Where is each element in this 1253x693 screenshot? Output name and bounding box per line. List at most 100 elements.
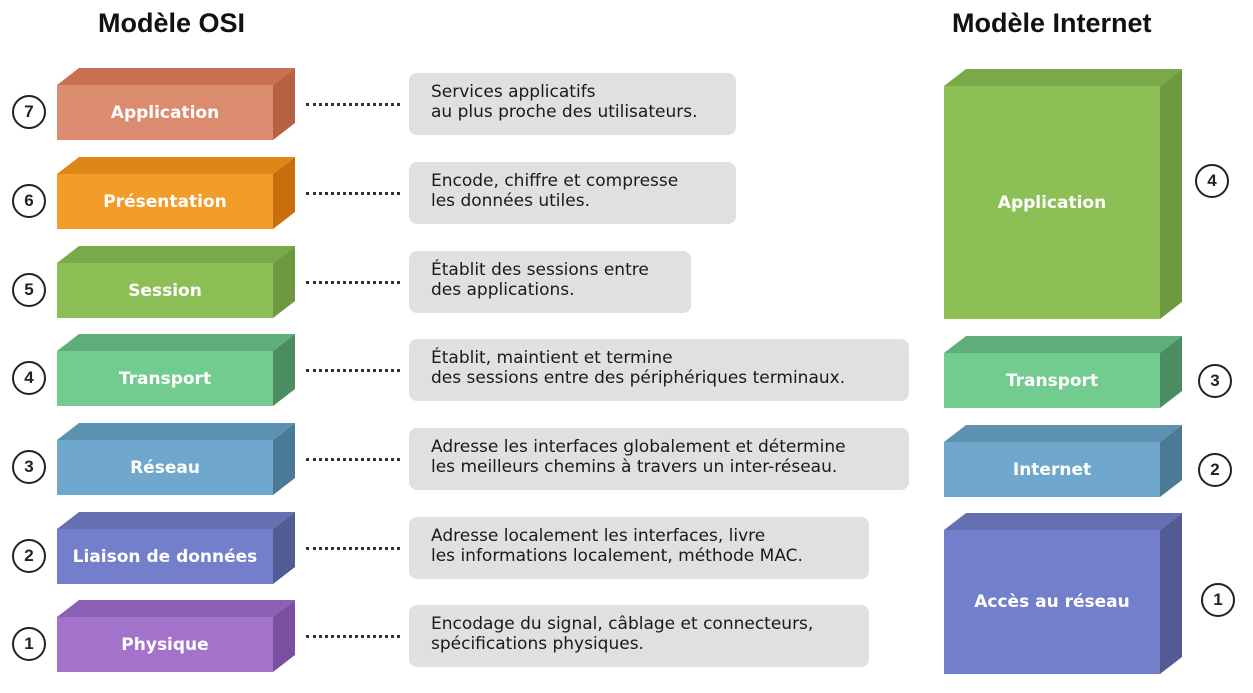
osi-block-shape — [57, 423, 295, 495]
osi-layer-number-badge: 7 — [12, 95, 46, 129]
internet-model-title: Modèle Internet — [952, 8, 1152, 38]
connector-dots — [306, 635, 400, 638]
osi-layer-label: Liaison de données — [72, 546, 258, 567]
block-top-face — [57, 512, 295, 529]
internet-layer-number-badge: 1 — [1201, 583, 1235, 617]
internet-block-internet: Internet — [944, 425, 1182, 497]
osi-layer-label: Application — [110, 102, 220, 123]
block-front-face — [57, 174, 273, 229]
block-side-face — [1160, 336, 1182, 408]
block-side-face — [273, 334, 295, 406]
description-line: les données utiles. — [431, 191, 590, 211]
osi-block-session: Session — [57, 246, 295, 318]
osi-block-shape — [57, 157, 295, 229]
block-side-face — [273, 423, 295, 495]
block-side-face — [273, 157, 295, 229]
block-side-face — [273, 68, 295, 140]
internet-block-transport: Transport — [944, 336, 1182, 408]
osi-layer-description: Adresse les interfaces globalement et dé… — [409, 428, 909, 490]
block-top-face — [57, 600, 295, 617]
block-top-face — [57, 334, 295, 351]
internet-layer-label: Accès au réseau — [974, 592, 1130, 612]
internet-layer-label: Internet — [1012, 459, 1092, 480]
internet-block-shape — [944, 425, 1182, 497]
osi-block-liaison-de-donnees: Liaison de données — [57, 512, 295, 584]
description-line: Adresse localement les interfaces, livre — [431, 526, 766, 546]
internet-layer-number-badge: 3 — [1198, 363, 1232, 398]
block-side-face — [1160, 513, 1182, 674]
osi-block-presentation: Présentation — [57, 157, 295, 229]
osi-block-shape — [57, 246, 295, 318]
block-front-face — [57, 351, 273, 406]
block-top-face — [57, 157, 295, 174]
description-line: les meilleurs chemins à travers un inter… — [431, 457, 838, 477]
block-front-face — [944, 86, 1160, 319]
block-top-face — [57, 246, 295, 263]
osi-layer-label: Réseau — [130, 457, 200, 478]
internet-block-shape — [944, 69, 1182, 319]
description-line: des sessions entre des périphériques ter… — [431, 368, 846, 388]
block-side-face — [1160, 425, 1182, 497]
connector-dots — [306, 281, 400, 284]
osi-layer-number-badge: 4 — [12, 361, 46, 395]
block-front-face — [57, 529, 273, 584]
internet-layer-number-badge: 2 — [1198, 452, 1232, 487]
block-front-face — [944, 530, 1160, 674]
connector-dots — [306, 458, 400, 461]
block-front-face — [944, 442, 1160, 497]
osi-layer-number-badge: 2 — [12, 539, 46, 573]
description-line: des applications. — [431, 280, 575, 300]
osi-block-reseau: Réseau — [57, 423, 295, 495]
description-line: Établit des sessions entre — [431, 260, 649, 280]
osi-layer-label: Session — [128, 280, 202, 301]
internet-block-shape — [944, 336, 1182, 408]
osi-layer-description: Adresse localement les interfaces, livre… — [409, 517, 869, 579]
block-top-face — [944, 513, 1182, 530]
block-front-face — [57, 617, 273, 672]
block-front-face — [57, 440, 273, 495]
description-line: Établit, maintient et termine — [431, 348, 673, 368]
block-top-face — [57, 423, 295, 440]
osi-layer-label: Transport — [118, 368, 212, 389]
block-front-face — [944, 353, 1160, 408]
osi-block-shape — [57, 68, 295, 140]
osi-model-title: Modèle OSI — [98, 8, 246, 38]
block-top-face — [944, 69, 1182, 86]
internet-layer-label: Application — [997, 192, 1107, 213]
osi-block-physique: Physique — [57, 600, 295, 672]
block-top-face — [57, 68, 295, 85]
connector-dots — [306, 547, 400, 550]
description-line: Encode, chiffre et compresse — [431, 171, 679, 191]
osi-layer-number-badge: 3 — [12, 450, 46, 484]
osi-layer-number-badge: 1 — [12, 627, 46, 661]
osi-layer-number-badge: 5 — [12, 273, 46, 307]
description-line: au plus proche des utilisateurs. — [431, 102, 698, 122]
osi-layer-label: Physique — [121, 634, 209, 655]
connector-dots — [306, 369, 400, 372]
internet-layer-number-badge: 4 — [1195, 163, 1229, 198]
internet-block-shape — [944, 513, 1182, 674]
description-line: spécifications physiques. — [431, 634, 644, 654]
block-top-face — [944, 425, 1182, 442]
osi-block-application: Application — [57, 68, 295, 140]
osi-layer-number-badge: 6 — [12, 184, 46, 218]
block-front-face — [57, 85, 273, 140]
osi-block-shape — [57, 600, 295, 672]
description-line: Adresse les interfaces globalement et dé… — [431, 437, 846, 457]
connector-dots — [306, 103, 400, 106]
block-side-face — [273, 600, 295, 672]
description-line: Encodage du signal, câblage et connecteu… — [431, 614, 814, 634]
internet-block-acces-au-reseau: Accès au réseau — [944, 513, 1182, 674]
osi-block-shape — [57, 512, 295, 584]
osi-layer-description: Encodage du signal, câblage et connecteu… — [409, 605, 869, 667]
description-line: les informations localement, méthode MAC… — [431, 546, 803, 566]
block-side-face — [273, 512, 295, 584]
block-front-face — [57, 263, 273, 318]
internet-layer-label: Transport — [1005, 370, 1099, 391]
block-side-face — [1160, 69, 1182, 319]
block-side-face — [273, 246, 295, 318]
osi-layer-label: Présentation — [103, 191, 227, 212]
osi-block-transport: Transport — [57, 334, 295, 406]
